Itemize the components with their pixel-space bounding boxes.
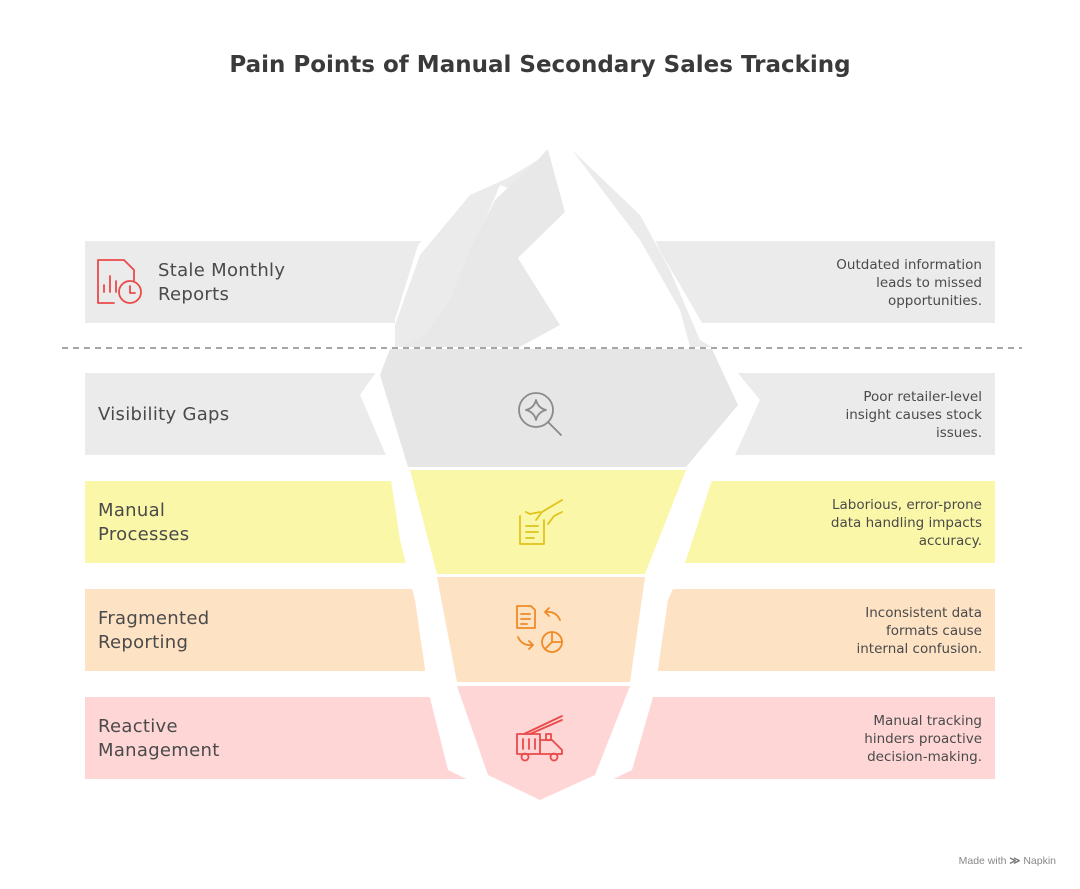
- layer-description-fragmented-reporting: Inconsistent data formats cause internal…: [856, 605, 982, 657]
- iceberg-tip-shade: [400, 150, 565, 347]
- layer-label-visibility-gaps: Visibility Gaps: [98, 404, 230, 425]
- iceberg-tip-right-shade: [572, 150, 712, 347]
- layer-description-manual-processes: Laborious, error-prone data handling imp…: [830, 497, 982, 549]
- iceberg-layer-orange: [437, 577, 645, 682]
- layer-description-visibility-gaps: Poor retailer-level insight causes stock…: [845, 389, 982, 441]
- watermark-prefix: Made with: [958, 855, 1007, 867]
- layer-label-manual-processes: Manual Processes: [98, 500, 190, 545]
- napkin-logo-icon: ≫: [1009, 855, 1021, 867]
- iceberg-tip-light: [518, 150, 700, 347]
- watermark: Made with ≫ Napkin: [959, 855, 1056, 867]
- layer-description-reactive-management: Manual tracking hinders proactive decisi…: [864, 713, 982, 765]
- iceberg-layer-yellow: [410, 470, 686, 574]
- watermark-brand: Napkin: [1023, 855, 1056, 867]
- layer-description-stale-monthly-reports: Outdated information leads to missed opp…: [836, 257, 982, 309]
- fire-truck-icon: [516, 715, 563, 762]
- iceberg-tip-face: [552, 150, 690, 332]
- document-chart-exchange-icon: [516, 605, 563, 653]
- iceberg-layer-pink: [457, 686, 630, 800]
- page-title: Pain Points of Manual Secondary Sales Tr…: [229, 52, 851, 78]
- layer-label-reactive-management: Reactive Management: [98, 716, 220, 761]
- layer-label-fragmented-reporting: Fragmented Reporting: [98, 608, 210, 653]
- layer-label-stale-monthly-reports: Stale Monthly Reports: [158, 260, 286, 305]
- hand-document-icon: [519, 499, 563, 545]
- iceberg-layer-gray: [380, 349, 738, 467]
- magnifier-sparkle-icon: [518, 392, 562, 436]
- report-clock-icon: [97, 259, 142, 304]
